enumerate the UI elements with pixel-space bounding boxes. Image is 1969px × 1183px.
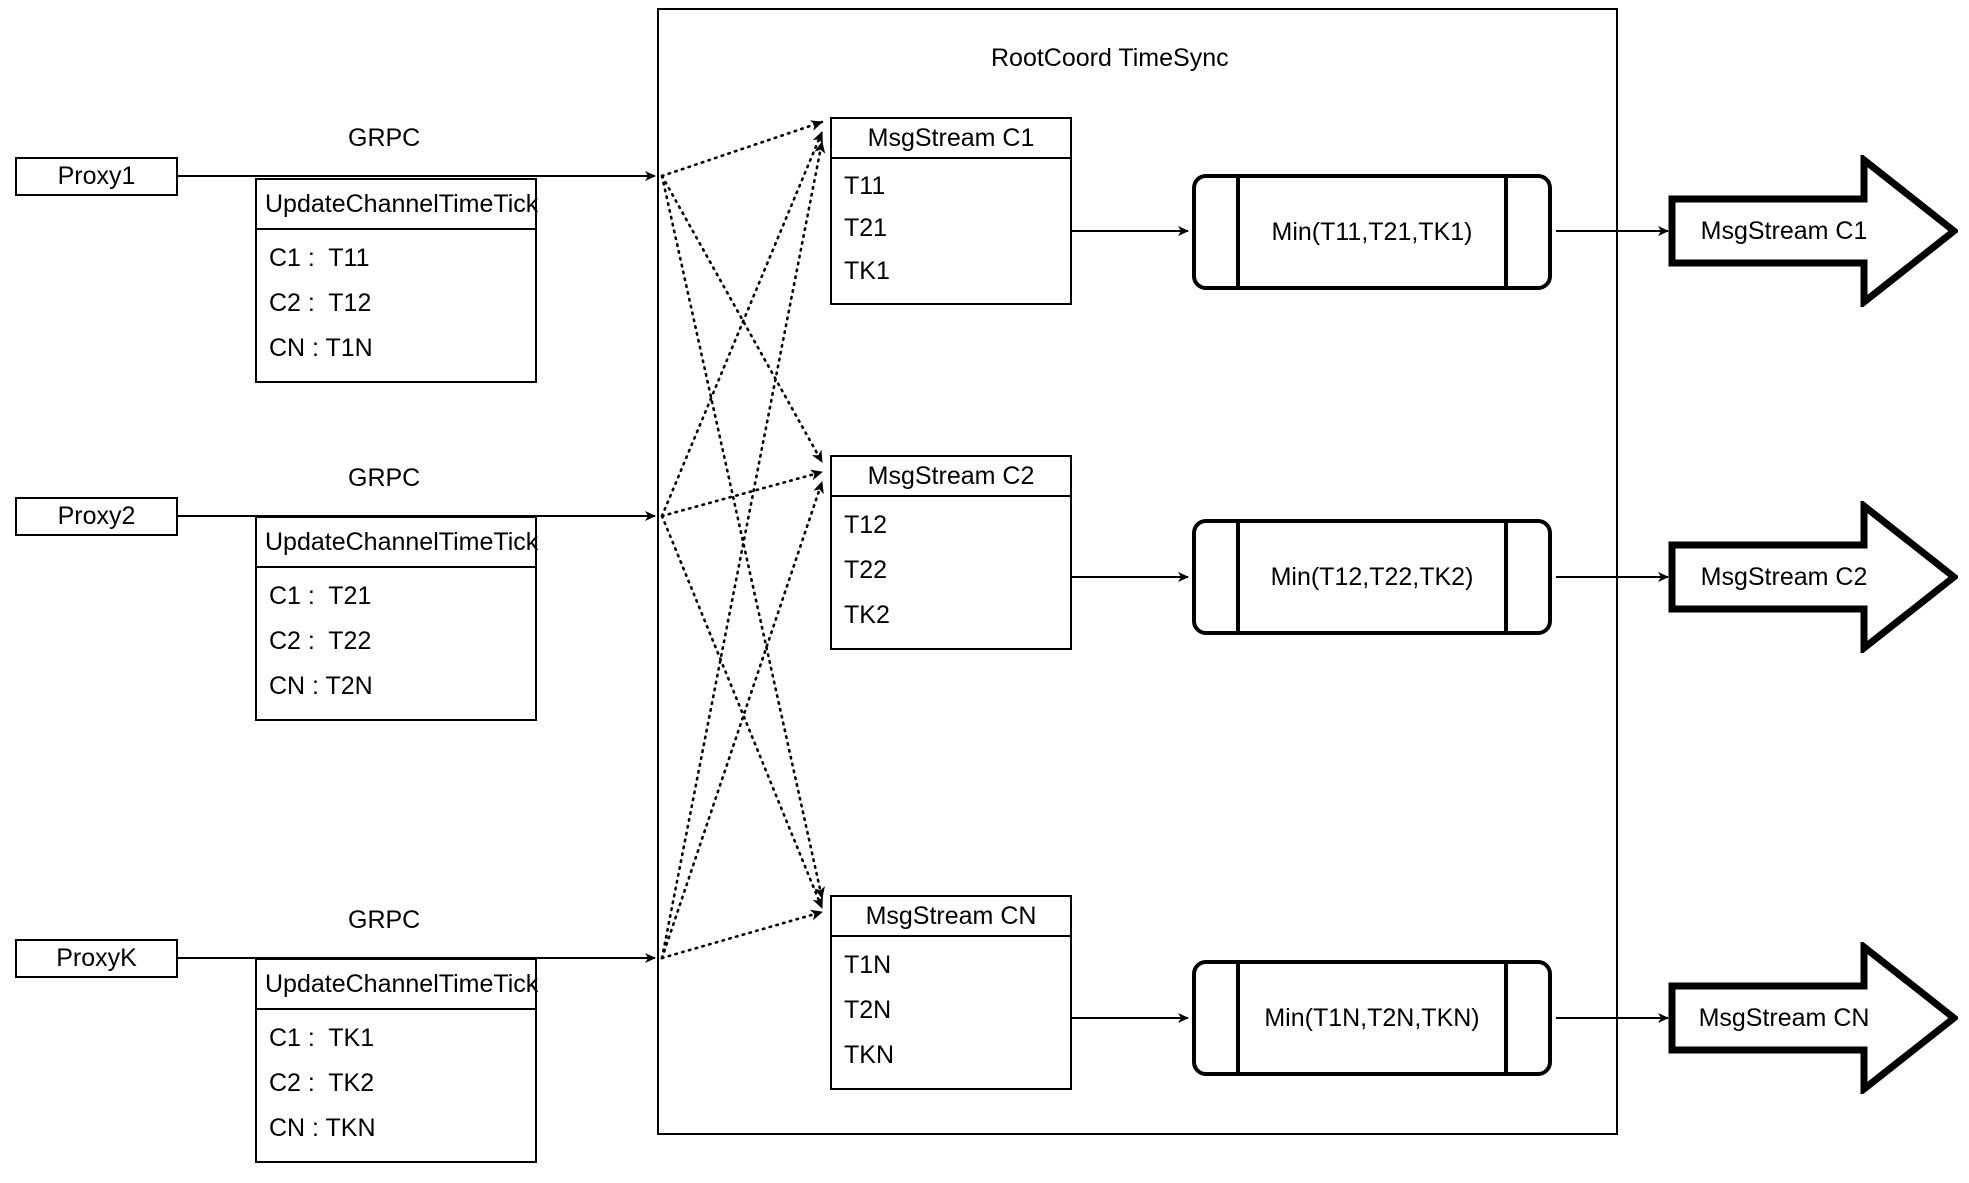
process-left-bar [1236, 960, 1240, 1076]
rootcoord-timesync-title: RootCoord TimeSync [991, 44, 1229, 72]
rootcoord-timesync-container [657, 8, 1618, 1135]
min-label-cn: Min(T1N,T2N,TKN) [1264, 1003, 1480, 1032]
timetick-card-header-proxy1: UpdateChannelTimeTick [257, 180, 538, 230]
output-arrow-c2: MsgStream C2 [1668, 498, 1960, 656]
timetick-row: CN : TKN [269, 1114, 376, 1142]
msgstream-row: T11 [844, 171, 886, 200]
timetick-card-header-proxy2: UpdateChannelTimeTick [257, 518, 538, 568]
timetick-row: CN : T2N [269, 672, 373, 700]
output-arrow-c1: MsgStream C1 [1668, 152, 1960, 310]
msgstream-row: TK2 [844, 601, 890, 629]
msgstream-row: TKN [844, 1041, 894, 1069]
timetick-row: C2 : T22 [269, 627, 372, 655]
proxy-box-proxy2[interactable]: Proxy2 [15, 497, 178, 536]
timetick-card-header-proxyk: UpdateChannelTimeTick [257, 960, 538, 1010]
msgstream-row: T21 [844, 214, 888, 243]
msgstream-body-c2: T12 T22 TK2 [832, 497, 1070, 648]
timetick-row: CN : T1N [269, 334, 373, 362]
timetick-row: C1 : T11 [269, 244, 370, 272]
timetick-card-proxyk: UpdateChannelTimeTick C1 : TK1 C2 : TK2 … [255, 958, 538, 1163]
min-process-cn: Min(T1N,T2N,TKN) [1192, 960, 1552, 1076]
block-arrow-shape [1668, 152, 1960, 310]
block-arrow-shape [1668, 939, 1960, 1097]
process-right-bar [1504, 960, 1508, 1076]
timetick-card-body-proxy2: C1 : T21 C2 : T22 CN : T2N [257, 568, 535, 719]
min-label-c1: Min(T11,T21,TK1) [1271, 217, 1473, 246]
grpc-label-proxy1: GRPC [348, 124, 421, 152]
msgstream-row: T2N [844, 996, 892, 1024]
msgstream-row: TK1 [844, 257, 890, 286]
timetick-row: C2 : TK2 [269, 1069, 375, 1097]
msgstream-box-c2: MsgStream C2 T12 T22 TK2 [830, 455, 1072, 650]
timetick-card-proxy1: UpdateChannelTimeTick C1 : T11 C2 : T12 … [255, 178, 538, 383]
timetick-row: C1 : TK1 [269, 1024, 375, 1052]
output-arrow-cn: MsgStream CN [1668, 939, 1960, 1097]
msgstream-row: T22 [844, 556, 888, 584]
timetick-row: C2 : T12 [269, 289, 372, 317]
min-process-c2: Min(T12,T22,TK2) [1192, 519, 1552, 635]
msgstream-body-cn: T1N T2N TKN [832, 937, 1070, 1088]
timetick-row: C1 : T21 [269, 582, 372, 610]
msgstream-header-cn: MsgStream CN [832, 897, 1070, 937]
process-right-bar [1504, 519, 1508, 635]
proxy-box-proxy1[interactable]: Proxy1 [15, 157, 178, 196]
output-arrow-label-cn: MsgStream CN [1698, 1003, 1870, 1032]
process-right-bar [1504, 174, 1508, 290]
timetick-card-body-proxy1: C1 : T11 C2 : T12 CN : T1N [257, 230, 535, 381]
output-arrow-label-c2: MsgStream C2 [1700, 562, 1868, 591]
proxy-box-proxyk[interactable]: ProxyK [15, 939, 178, 978]
msgstream-header-c1: MsgStream C1 [832, 119, 1070, 159]
output-arrow-label-c1: MsgStream C1 [1700, 216, 1868, 245]
process-left-bar [1236, 519, 1240, 635]
process-left-bar [1236, 174, 1240, 290]
timetick-card-body-proxyk: C1 : TK1 C2 : TK2 CN : TKN [257, 1010, 535, 1161]
min-process-c1: Min(T11,T21,TK1) [1192, 174, 1552, 290]
msgstream-row: T1N [844, 951, 892, 979]
grpc-label-proxy2: GRPC [348, 464, 421, 492]
timetick-card-proxy2: UpdateChannelTimeTick C1 : T21 C2 : T22 … [255, 516, 538, 721]
msgstream-body-c1: T11 T21 TK1 [832, 159, 1070, 303]
msgstream-box-cn: MsgStream CN T1N T2N TKN [830, 895, 1072, 1090]
block-arrow-shape [1668, 498, 1960, 656]
msgstream-box-c1: MsgStream C1 T11 T21 TK1 [830, 117, 1072, 305]
msgstream-row: T12 [844, 511, 888, 539]
msgstream-header-c2: MsgStream C2 [832, 457, 1070, 497]
min-label-c2: Min(T12,T22,TK2) [1270, 562, 1474, 591]
grpc-label-proxyk: GRPC [348, 906, 421, 934]
